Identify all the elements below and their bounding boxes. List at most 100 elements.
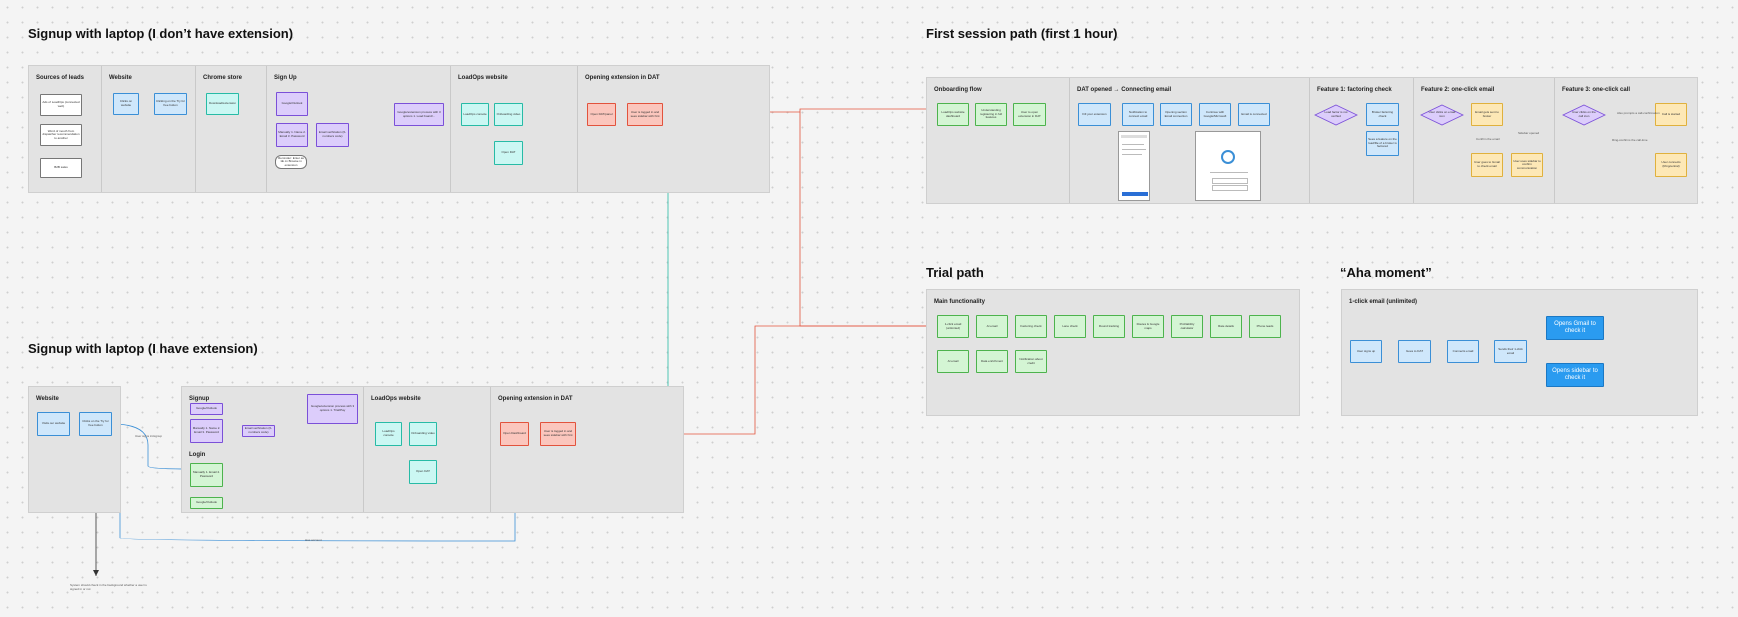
node-bottom-onboarding-video[interactable]: Onboarding video — [409, 422, 437, 446]
node-trial-phone-leads[interactable]: Phone leads — [1249, 315, 1281, 338]
node-ringcentral[interactable]: User connects (Ringcentral) — [1655, 153, 1687, 177]
node-loadops-video[interactable]: Onboarding video — [494, 103, 523, 126]
title-first-session: First session path (first 1 hour) — [926, 26, 1118, 41]
node-website-visit[interactable]: Clicks on website — [113, 93, 139, 115]
title-signup-with-extension: Signup with laptop (I have extension) — [28, 341, 258, 356]
node-bottom-visits-website[interactable]: Visits our website — [37, 412, 70, 436]
decision-call-label: User clicks on the call icon — [1572, 110, 1596, 118]
node-login-manual[interactable]: Manually 1. Email 2. Password — [190, 463, 223, 487]
section-loadops-website: LoadOps website — [451, 66, 578, 192]
node-aha-connects-email[interactable]: Connects email — [1447, 340, 1479, 363]
cta-opens-gmail[interactable]: Opens Gmail to check it — [1546, 316, 1604, 340]
node-source-b2b[interactable]: B2B sales — [40, 158, 82, 178]
screenshot-email-google-button — [1212, 178, 1248, 184]
node-bottom-signup-manual[interactable]: Manually 1. Name 2. Email 3. Password — [190, 419, 223, 443]
section-dat-opened: DAT opened → Connecting email — [1070, 78, 1310, 203]
title-aha-moment: “Aha moment” — [1340, 265, 1432, 280]
node-bottom-signup-google[interactable]: Google/Outlook — [190, 403, 223, 415]
note-sidebar-opened: Sidebar opened — [1518, 131, 1540, 135]
section-feature3: Feature 3: one-click call — [1555, 78, 1697, 203]
node-signup-email-verify[interactable]: Email verification (6-numbers code) — [316, 123, 349, 147]
node-bottom-open-dashboard[interactable]: Open Dashboard — [500, 422, 529, 446]
node-bottom-loadops-console[interactable]: LoadOps console — [375, 422, 402, 446]
node-trial-factoring[interactable]: Factoring check — [1015, 315, 1047, 338]
node-factoring-feature[interactable]: Sees a feature on the load/file of a bro… — [1366, 131, 1399, 156]
node-signup-options[interactable]: Google/extension process with 3 options … — [394, 103, 444, 126]
node-loadops-console[interactable]: LoadOps console — [461, 103, 489, 126]
node-website-try-free[interactable]: Clicking on the Try for free button — [154, 93, 187, 115]
decision-call-icon[interactable] — [1562, 104, 1606, 126]
node-loadops-open-dat[interactable]: Open DAT — [494, 141, 523, 165]
section-loadops-ext: LoadOps website — [364, 387, 491, 512]
node-signup-reminder[interactable]: Reminder: Enter as 1E cx Browse in exten… — [275, 155, 307, 169]
node-signup-google[interactable]: Google/Outlook — [276, 92, 308, 116]
cta-opens-sidebar[interactable]: Opens sidebar to check it — [1546, 363, 1604, 387]
note-has-account: Has account — [305, 538, 322, 542]
section-opening-ext-bottom: Opening extension in DAT — [491, 387, 683, 512]
node-dat-fill-extension[interactable]: Fill your extension — [1078, 103, 1111, 126]
node-call-started[interactable]: Call is started — [1655, 103, 1687, 126]
decision-email-icon[interactable] — [1420, 104, 1464, 126]
node-sidebar-confirm[interactable]: User uses sidebar to confirm communicati… — [1511, 153, 1543, 177]
node-aha-signs-up[interactable]: User signs up — [1350, 340, 1382, 363]
node-dat-email-connected[interactable]: Email is connected — [1238, 103, 1270, 126]
screenshot-sidebar-line — [1122, 149, 1146, 150]
node-trial-data-enrichment[interactable]: Data enrichment — [976, 350, 1008, 373]
screenshot-email-connect[interactable] — [1195, 131, 1261, 201]
node-gmail-check[interactable]: User goes to Gmail to check email — [1471, 153, 1503, 177]
node-trial-routes-maps[interactable]: Routes & Google maps — [1132, 315, 1164, 338]
node-dat-continue-google[interactable]: Continue with Google/Microsoft — [1199, 103, 1231, 126]
section-opening-extension: Opening extension in DAT — [578, 66, 769, 192]
email-connect-logo-icon — [1221, 150, 1235, 164]
node-onboarding-understanding[interactable]: Understanding registering in full featur… — [975, 103, 1007, 126]
section-chrome-store: Chrome store — [196, 66, 267, 192]
node-email-sent[interactable]: Email gets sent to broker — [1471, 103, 1503, 126]
node-dat-notification[interactable]: Notification to connect email — [1122, 103, 1154, 126]
note-system-check: System should check in the background wh… — [70, 583, 147, 591]
note-call-time: Ring-confirms the call-time — [1612, 138, 1648, 142]
frame-website-ext[interactable]: Website — [28, 386, 121, 513]
node-trial-credit-notification[interactable]: Notification about credit — [1015, 350, 1047, 373]
screenshot-sidebar-line — [1122, 154, 1142, 155]
decision-factoring[interactable] — [1314, 104, 1358, 126]
node-bottom-logged-in[interactable]: User is logged in and sees sidebar with … — [540, 422, 576, 446]
node-trial-lane-check[interactable]: Lane check — [1054, 315, 1086, 338]
node-open-dat-panel[interactable]: Open DAT/panel — [587, 103, 616, 126]
node-signup-manual[interactable]: Manually 1. Name 2. Email 3. Password — [276, 123, 308, 147]
node-dat-email-section[interactable]: Opening section Email connection — [1160, 103, 1192, 126]
node-aha-goes-dat[interactable]: Goes to DAT — [1398, 340, 1431, 363]
node-trial-ai-email-2[interactable]: AI email — [937, 350, 969, 373]
screenshot-email-microsoft-button — [1212, 185, 1248, 191]
node-login-google[interactable]: Google/Outlook — [190, 497, 223, 509]
node-trial-round-tracking[interactable]: Round tracking — [1093, 315, 1125, 338]
node-onboarding-dashboard[interactable]: LoadOps website dashboard — [937, 103, 969, 126]
node-bottom-try-free[interactable]: Clicks on the Try for free button — [79, 412, 112, 436]
decision-email-label: User clicks on email icon — [1428, 110, 1456, 118]
node-bottom-open-dat[interactable]: Open DAT — [409, 460, 437, 484]
node-chrome-download[interactable]: Download/extension — [206, 93, 239, 115]
decision-factoring-label: Load factor is not verified — [1324, 110, 1348, 118]
node-bottom-options[interactable]: Google/extension process with 3 options … — [307, 394, 358, 424]
screenshot-sidebar-line — [1122, 144, 1144, 145]
screenshot-sidebar-header — [1121, 135, 1147, 138]
title-signup-no-extension: Signup with laptop (I don’t have extensi… — [28, 26, 294, 41]
node-bottom-email-verify[interactable]: Email verification (6-numbers code) — [242, 425, 275, 437]
node-source-ads[interactable]: Ads of LoadOps (connected web) — [40, 94, 82, 116]
screenshot-sidebar-button — [1122, 192, 1148, 196]
node-trial-profitability[interactable]: Profitability calculator — [1171, 315, 1203, 338]
node-trial-rate-details[interactable]: Rate details — [1210, 315, 1242, 338]
node-ext-logged-in[interactable]: User is logged in and sees sidebar with … — [627, 103, 663, 126]
section-feature1: Feature 1: factoring check — [1310, 78, 1414, 203]
node-source-word-of-mouth[interactable]: Word of mouth from dispatcher recommenda… — [40, 124, 82, 146]
node-broker-factoring[interactable]: Broker factoring check — [1366, 103, 1399, 126]
node-trial-1click-email[interactable]: 1-click email (unlimited) — [937, 315, 969, 338]
screenshot-email-line — [1210, 172, 1248, 173]
node-onboarding-open-extension[interactable]: User to open extension in DAT — [1013, 103, 1046, 126]
section-onboarding: Onboarding flow — [927, 78, 1070, 203]
node-trial-ai-email[interactable]: AI email — [976, 315, 1008, 338]
node-aha-sends-email[interactable]: Sends their 1-click email — [1494, 340, 1527, 363]
section-website: Website — [102, 66, 196, 192]
screenshot-sidebar[interactable] — [1118, 131, 1150, 201]
note-confirm-email: Confirm the email — [1476, 137, 1500, 141]
